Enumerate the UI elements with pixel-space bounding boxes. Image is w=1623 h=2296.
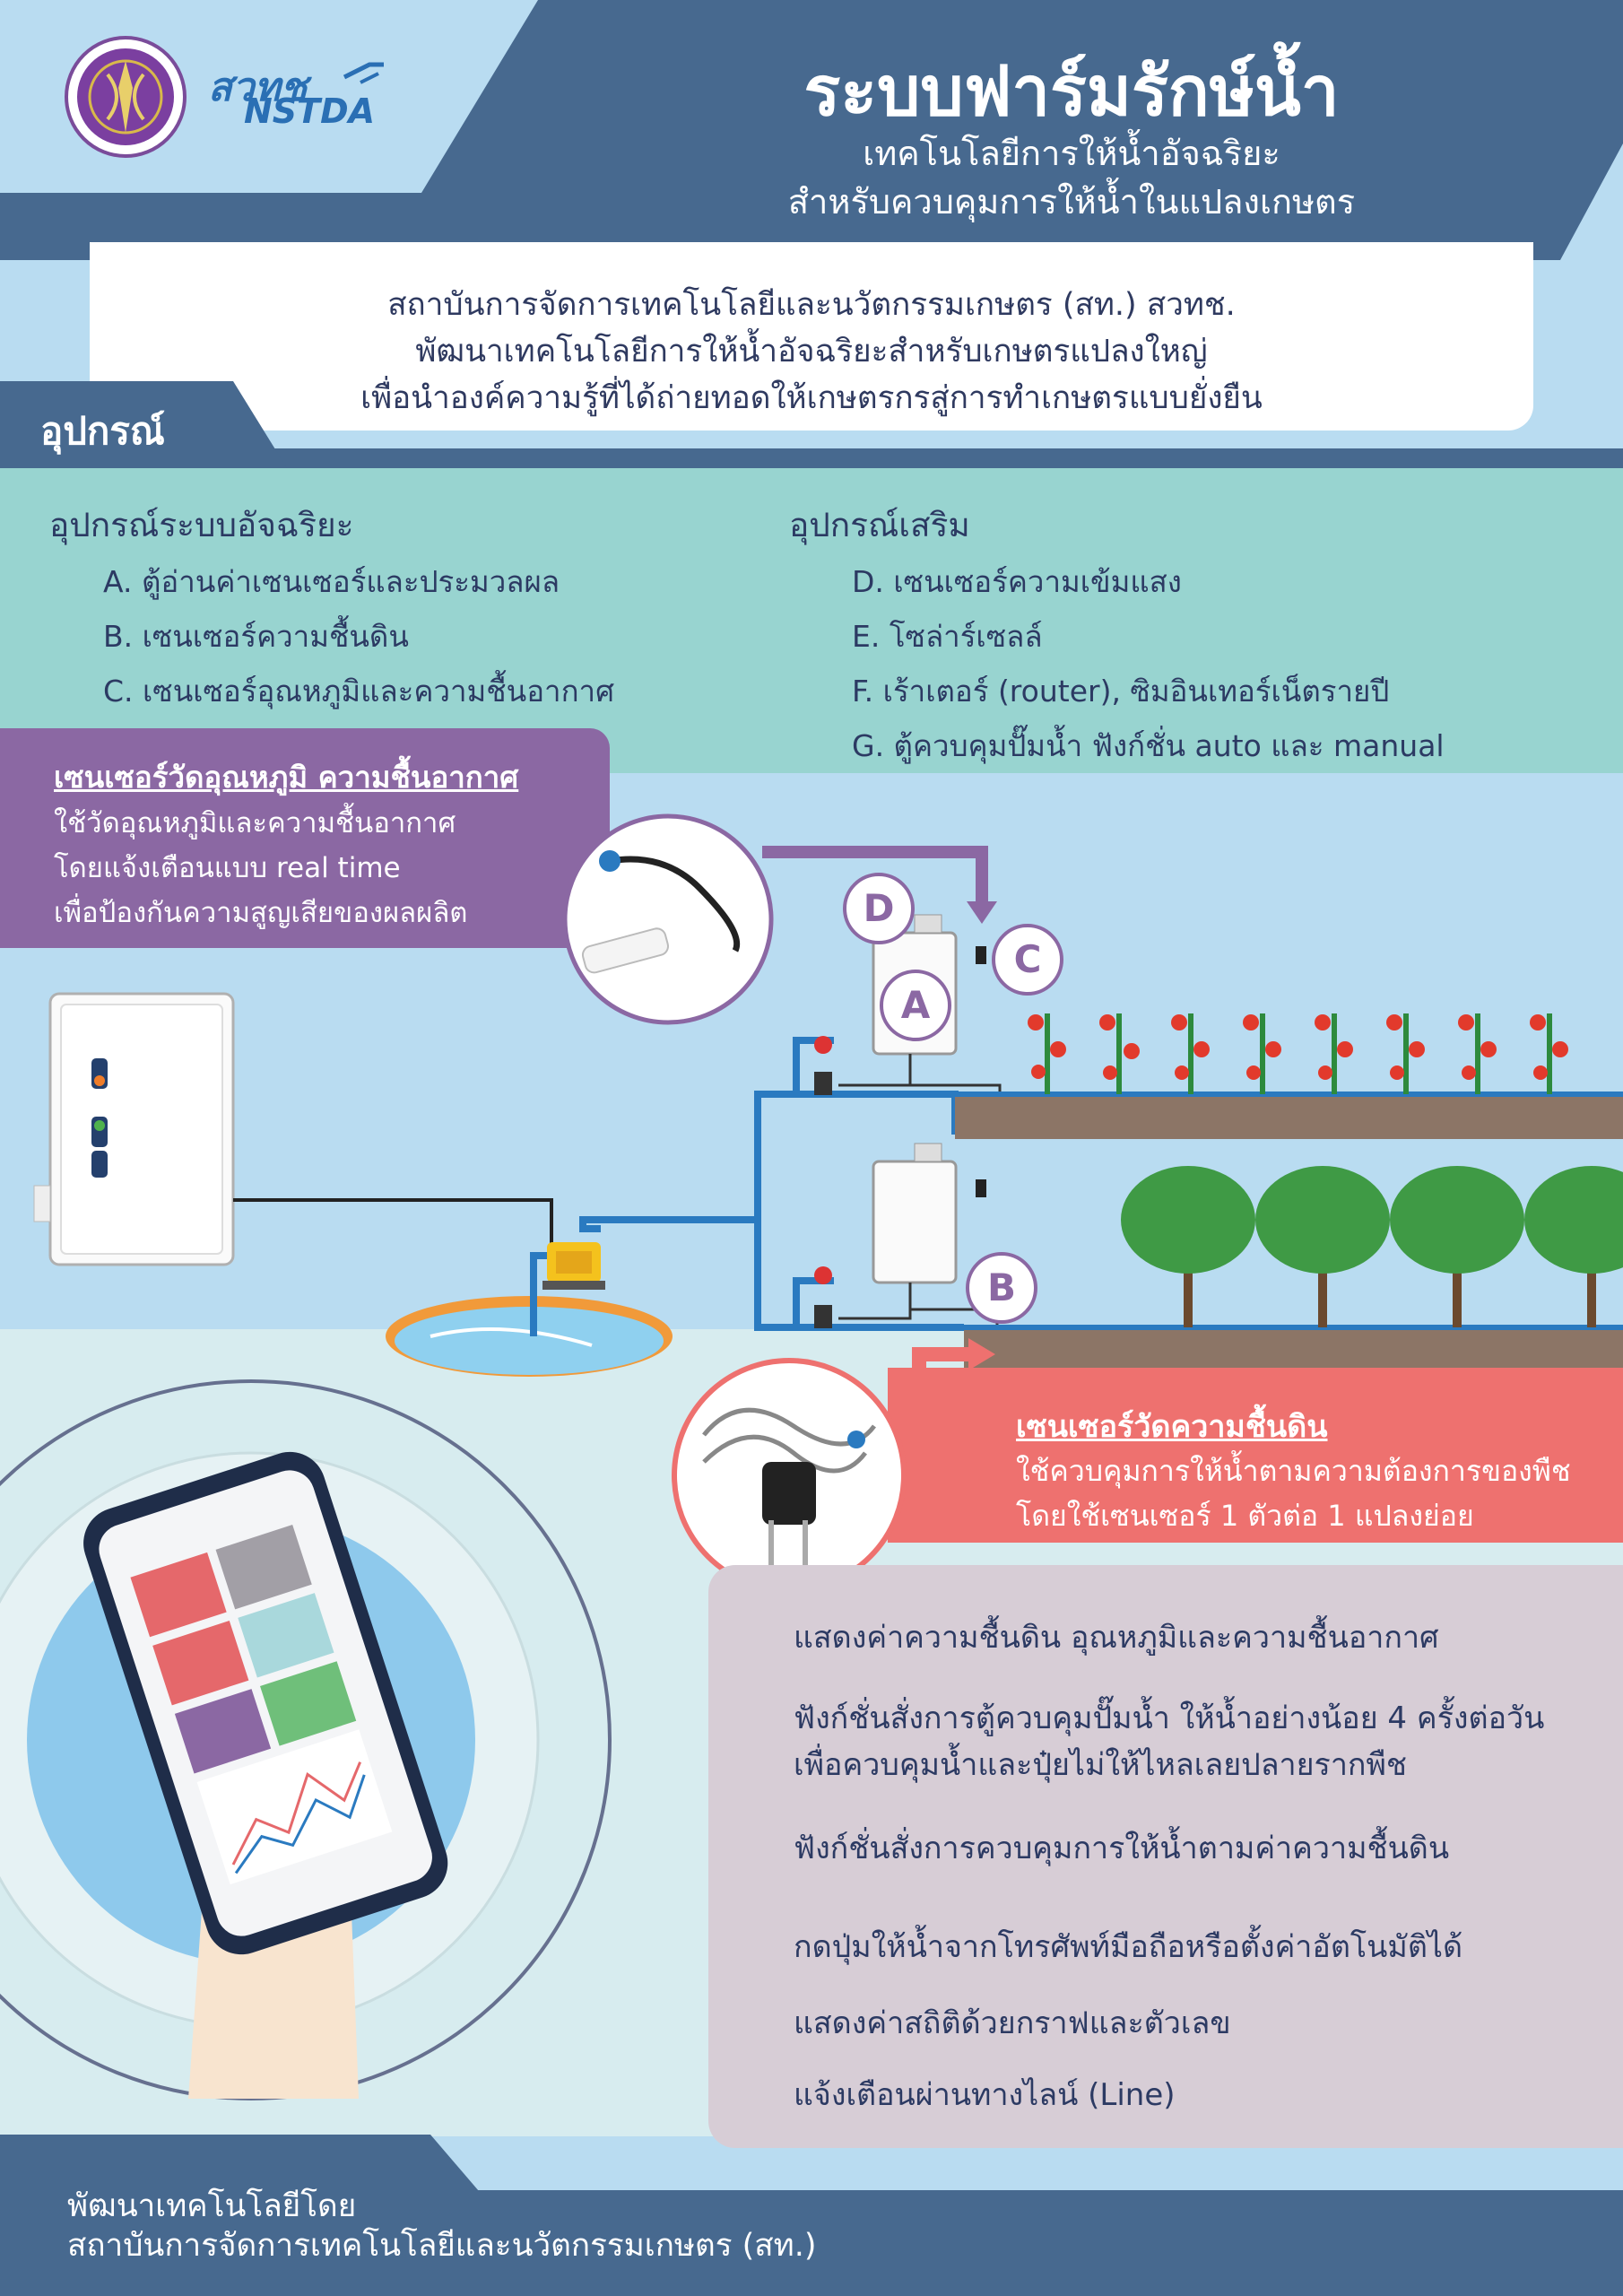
footer — [0, 2190, 1623, 2296]
extra-item-g: G. ตู้ควบคุมปั๊มน้ำ ฟังก์ชั่น auto และ m… — [852, 728, 1445, 763]
smart-item-c: C. เซนเซอร์อุณหภูมิและความชื้นอากาศ — [103, 674, 615, 709]
feature-item-6: แจ้งเตือนผ่านทางไลน์ (Line) — [794, 2077, 1176, 2113]
equipment-tab — [0, 381, 287, 468]
soil-sensor-image — [672, 1358, 907, 1593]
page-subtitle-line2: สำหรับควบคุมการให้น้ำในแปลงเกษตร — [787, 182, 1356, 222]
features-panel — [708, 1565, 1623, 2148]
soil-sensor-title: เซนเซอร์วัดความชื้นดิน — [1016, 1409, 1328, 1445]
footer-tab — [0, 2135, 484, 2197]
nstda-logo: สวทช NSTDA — [208, 56, 414, 136]
farm-irrigation-illustration — [33, 813, 1623, 1386]
logo-thai-text: สวทช — [208, 65, 308, 110]
equipment-divider — [0, 448, 1623, 468]
equipment-section — [0, 468, 1623, 773]
feature-item-1: แสดงค่าความชื้นดิน อุณหภูมิและความชื้นอา… — [794, 1620, 1439, 1656]
feature-item-2-cont: เพื่อควบคุมน้ำและปุ๋ยไม่ให้ไหลเลยปลายราก… — [794, 1747, 1407, 1783]
footer-line1: พัฒนาเทคโนโลยีโดย — [67, 2188, 357, 2224]
soil-sensor-callout — [888, 1368, 1623, 1543]
page-title: ระบบฟาร์มรักษ์น้ำ — [803, 51, 1340, 131]
smart-item-b: B. เซนเซอร์ความชื้นดิน — [103, 619, 409, 654]
mobile-app-illustration — [0, 1379, 612, 2100]
temp-sensor-line2: โดยแจ้งเตือนแบบ real time — [54, 852, 401, 884]
extra-equipment-heading: อุปกรณ์เสริม — [789, 506, 970, 544]
feature-item-5: แสดงค่าสถิติด้วยกราฟและตัวเลข — [794, 2005, 1231, 2041]
feature-item-3: ฟังก์ชั่นสั่งการควบคุมการให้น้ำตามค่าควา… — [794, 1831, 1450, 1866]
badge-a: A — [880, 970, 951, 1041]
smart-item-a: A. ตู้อ่านค่าเซนเซอร์และประมวลผล — [103, 564, 560, 599]
intro-line2: พัฒนาเทคโนโลยีการให้น้ำอัจฉริยะสำหรับเกษ… — [415, 334, 1208, 370]
extra-item-d: D. เซนเซอร์ความเข้มแสง — [852, 564, 1182, 599]
temp-sensor-callout — [0, 728, 610, 948]
soil-sensor-line1: ใช้ควบคุมการให้น้ำตามความต้องการของพืช — [1016, 1454, 1571, 1488]
temp-sensor-line1: ใช้วัดอุณหภูมิและความชื้นอากาศ — [54, 807, 456, 839]
logo-english-text: NSTDA — [244, 91, 376, 131]
badge-d: D — [843, 873, 915, 944]
nstda-seal-logo — [63, 34, 188, 160]
intro-line1: สถาบันการจัดการเทคโนโลยีและนวัตกรรมเกษตร… — [387, 287, 1236, 323]
intro-line3: เพื่อนำองค์ความรู้ที่ได้ถ่ายทอดให้เกษตรก… — [360, 380, 1263, 416]
badge-b: B — [966, 1252, 1037, 1324]
feature-item-2: ฟังก์ชั่นสั่งการตู้ควบคุมปั๊มน้ำ ให้น้ำอ… — [794, 1700, 1545, 1736]
smart-equipment-heading: อุปกรณ์ระบบอัจฉริยะ — [49, 506, 354, 544]
extra-item-f: F. เร้าเตอร์ (router), ซิมอินเทอร์เน็ตรา… — [852, 674, 1390, 709]
extra-item-e: E. โซล่าร์เซลล์ — [852, 619, 1043, 654]
soil-sensor-line2: โดยใช้เซนเซอร์ 1 ตัวต่อ 1 แปลงย่อย — [1016, 1499, 1474, 1533]
temp-sensor-line3: เพื่อป้องกันความสูญเสียของผลผลิต — [54, 897, 468, 929]
equipment-tab-label: อุปกรณ์ — [40, 409, 165, 453]
intro-box — [90, 242, 1533, 430]
badge-c: C — [992, 924, 1063, 996]
temp-sensor-title: เซนเซอร์วัดอุณหภูมิ ความชื้นอากาศ — [54, 760, 519, 795]
footer-line2: สถาบันการจัดการเทคโนโลยีและนวัตกรรมเกษตร… — [67, 2228, 817, 2264]
page-subtitle-line1: เทคโนโลยีการให้น้ำอัจฉริยะ — [863, 134, 1280, 173]
feature-item-4: กดปุ่มให้น้ำจากโทรศัพท์มือถือหรือตั้งค่า… — [794, 1929, 1463, 1965]
